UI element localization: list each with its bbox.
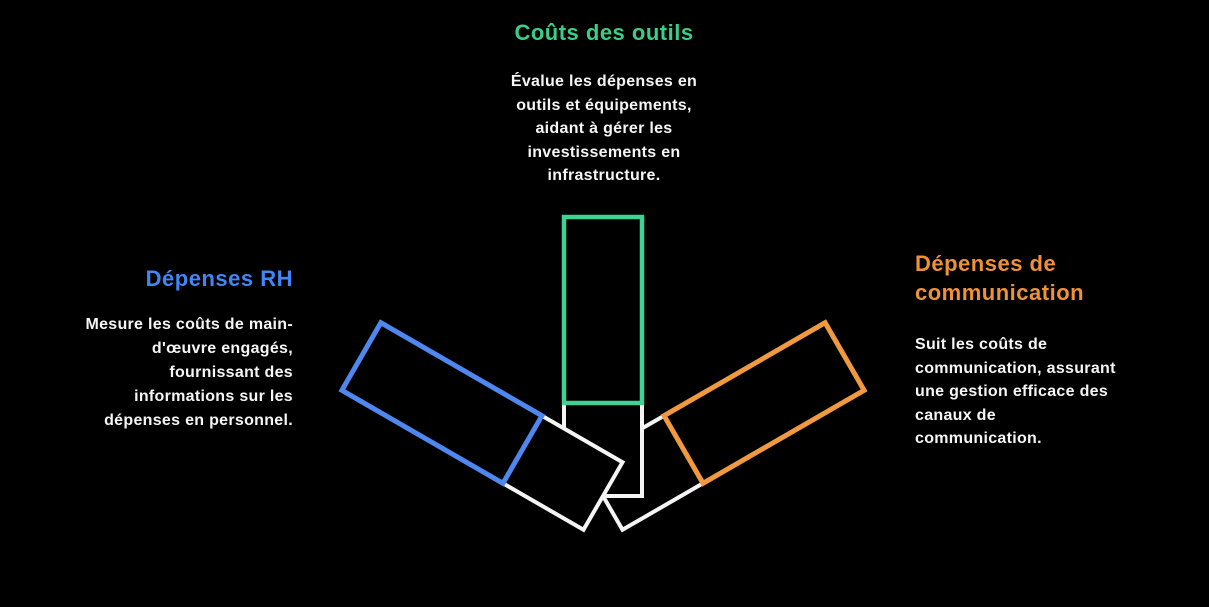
description-line: une gestion efficace des xyxy=(915,383,1109,400)
description-line: communication, assurant xyxy=(915,359,1116,377)
tools-title: Coûts des outils xyxy=(514,20,694,45)
description-line: outils et équipements, xyxy=(516,96,692,114)
communication-description: Suit les coûts de communication, assuran… xyxy=(915,333,1165,451)
description-line: aidant à gérer les xyxy=(535,120,673,137)
description-line: informations sur les xyxy=(134,388,293,405)
title-line: communication xyxy=(915,279,1085,305)
communication-title: Dépenses de communication xyxy=(915,250,1195,307)
description-line: dépenses en personnel. xyxy=(104,412,293,429)
communication-bar xyxy=(660,319,868,487)
hr-bar xyxy=(338,319,546,487)
description-line: infrastructure. xyxy=(547,167,661,184)
description-line: investissements en xyxy=(527,143,681,161)
description-line: communication. xyxy=(915,430,1042,447)
tools-bar xyxy=(561,214,645,406)
description-line: d'œuvre engagés, xyxy=(151,340,293,357)
hr-title: Dépenses RH xyxy=(145,266,293,291)
title-line: Dépenses de xyxy=(915,251,1057,276)
hr-description: Mesure les coûts de main- d'œuvre engagé… xyxy=(13,313,293,433)
description-line: fournissant des xyxy=(169,364,293,381)
description-line: Suit les coûts de xyxy=(915,336,1048,353)
description-line: Mesure les coûts de main- xyxy=(85,316,293,333)
description-line: canaux de xyxy=(915,406,996,424)
tools-description: Évalue les dépenses en outils et équipem… xyxy=(464,70,744,188)
description-line: Évalue les dépenses en xyxy=(510,73,698,90)
